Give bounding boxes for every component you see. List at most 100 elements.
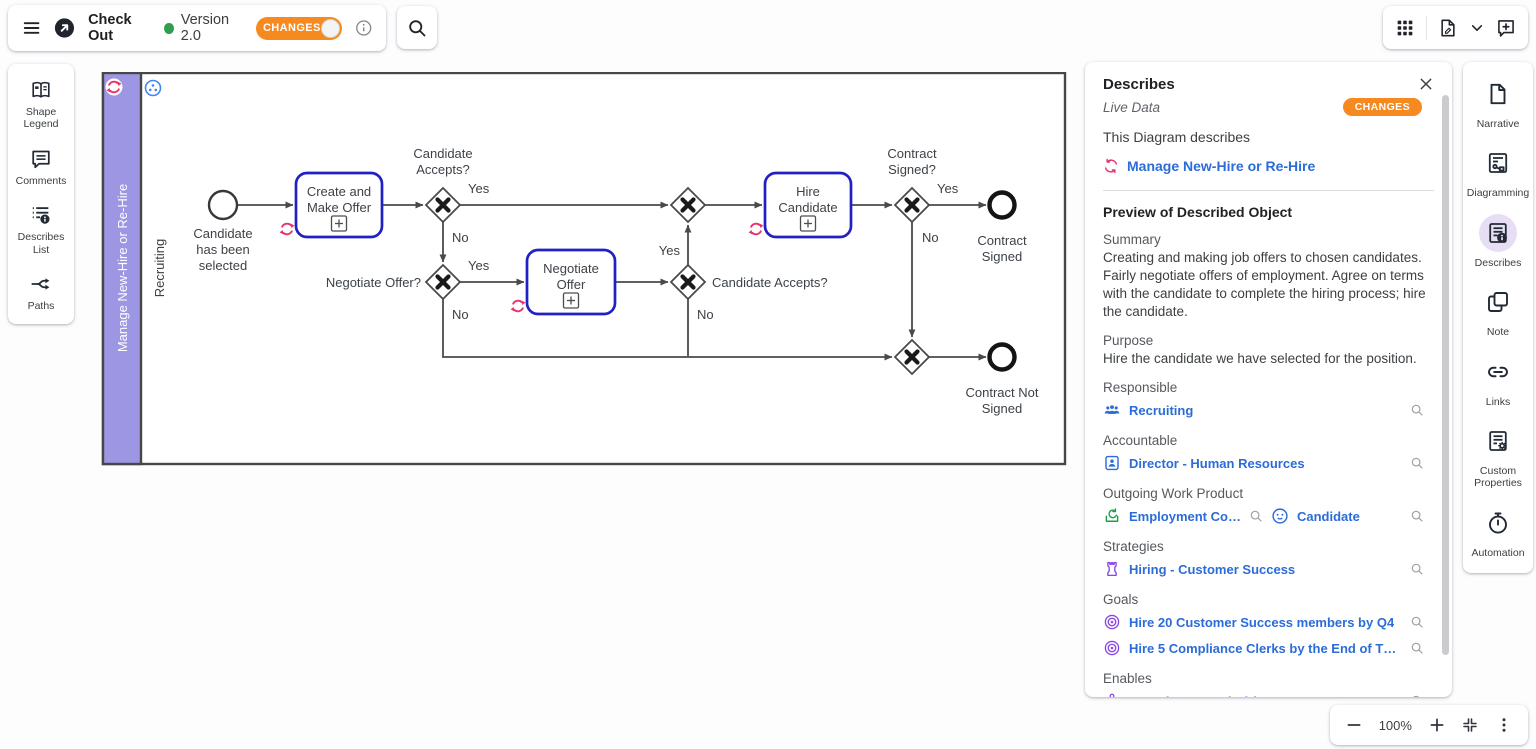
panel-scrollbar[interactable] bbox=[1442, 95, 1449, 655]
goal-icon bbox=[1103, 639, 1121, 657]
zoom-in-icon[interactable] bbox=[1428, 716, 1446, 734]
zoom-controls: 100% bbox=[1330, 705, 1528, 745]
strategy-icon bbox=[1103, 560, 1121, 578]
accountable-link[interactable]: Director - Human Resources bbox=[1129, 455, 1305, 471]
custom-properties-icon bbox=[1486, 429, 1510, 453]
edit-document-icon[interactable] bbox=[1438, 18, 1458, 38]
changes-toggle[interactable]: CHANGES bbox=[256, 16, 342, 40]
responsible-link[interactable]: Recruiting bbox=[1129, 402, 1194, 418]
enables-link[interactable]: Recruitment and Hiring bbox=[1129, 694, 1273, 697]
bpmn-gateway-merge-top[interactable] bbox=[669, 186, 707, 224]
divider bbox=[1103, 190, 1434, 191]
menu-icon[interactable] bbox=[22, 17, 41, 39]
version-label: Version 2.0 bbox=[180, 12, 230, 44]
tab-automation[interactable]: Automation bbox=[1466, 504, 1530, 559]
info-icon[interactable] bbox=[355, 18, 372, 38]
svg-text:Create and: Create and bbox=[307, 184, 371, 199]
panel-title: Describes bbox=[1103, 76, 1175, 93]
bpmn-label: Negotiate Offer? bbox=[326, 275, 421, 290]
tool-label: Links bbox=[1485, 395, 1511, 408]
search-button[interactable] bbox=[397, 6, 437, 49]
enables-label: Enables bbox=[1103, 671, 1152, 687]
bpmn-gateway-candidate-accepts-1[interactable] bbox=[424, 186, 462, 224]
tool-describes-list[interactable]: Describes List bbox=[12, 204, 70, 256]
diagramming-icon bbox=[1486, 151, 1510, 175]
process-change-icon bbox=[748, 222, 764, 236]
describes-icon bbox=[1486, 221, 1510, 245]
tool-label: Custom Properties bbox=[1474, 464, 1522, 490]
work-product-icon bbox=[1103, 507, 1121, 525]
search-small-icon[interactable] bbox=[1410, 694, 1424, 697]
process-change-icon bbox=[105, 78, 123, 96]
apps-grid-icon[interactable] bbox=[1395, 18, 1415, 38]
search-small-icon[interactable] bbox=[1410, 403, 1424, 417]
process-change-icon bbox=[1103, 158, 1119, 174]
strategies-link[interactable]: Hiring - Customer Success bbox=[1129, 561, 1296, 577]
svg-text:Make Offer: Make Offer bbox=[307, 200, 372, 215]
fit-to-screen-icon[interactable] bbox=[1461, 716, 1479, 734]
bpmn-label: Yes bbox=[468, 258, 490, 273]
bpmn-pool-header[interactable] bbox=[101, 72, 143, 466]
person-card-icon bbox=[1103, 454, 1121, 472]
bpmn-gateway-contract-signed[interactable] bbox=[893, 186, 931, 224]
tab-narrative[interactable]: Narrative bbox=[1466, 75, 1530, 130]
more-options-icon[interactable] bbox=[1495, 716, 1513, 734]
tab-diagramming[interactable]: Diagramming bbox=[1466, 144, 1530, 199]
outgoing-link-1[interactable]: Employment Con... bbox=[1129, 508, 1241, 524]
search-small-icon[interactable] bbox=[1410, 615, 1424, 629]
bpmn-gateway-candidate-accepts-2[interactable] bbox=[669, 263, 707, 301]
search-small-icon[interactable] bbox=[1410, 509, 1424, 523]
zoom-out-icon[interactable] bbox=[1345, 716, 1363, 734]
described-object-link[interactable]: Manage New-Hire or Re-Hire bbox=[1127, 158, 1316, 174]
bpmn-sequence-flow bbox=[442, 299, 893, 361]
close-icon[interactable] bbox=[1418, 76, 1434, 92]
tool-shape-legend[interactable]: Shape Legend bbox=[12, 79, 70, 131]
bpmn-label: No bbox=[697, 307, 714, 322]
automation-icon bbox=[1486, 511, 1510, 535]
tab-note[interactable]: Note bbox=[1466, 283, 1530, 338]
bpmn-lane-label: Recruiting bbox=[152, 239, 167, 298]
add-comment-icon[interactable] bbox=[1496, 18, 1516, 38]
summary-label: Summary bbox=[1103, 232, 1161, 247]
bpmn-gateway-negotiate-offer[interactable] bbox=[424, 263, 462, 301]
bpmn-gateway-merge-bottom[interactable] bbox=[893, 338, 931, 376]
goal-link-2[interactable]: Hire 5 Compliance Clerks by the End of T… bbox=[1129, 640, 1401, 656]
tab-describes[interactable]: Describes bbox=[1466, 213, 1530, 269]
top-right-toolbar bbox=[1383, 6, 1528, 49]
bpmn-end-contract-not-signed[interactable] bbox=[987, 342, 1017, 372]
search-small-icon[interactable] bbox=[1249, 509, 1263, 523]
search-small-icon[interactable] bbox=[1410, 456, 1424, 470]
check-out-button[interactable]: Check Out bbox=[88, 12, 132, 44]
search-small-icon[interactable] bbox=[1410, 641, 1424, 655]
bpmn-end-contract-signed[interactable] bbox=[987, 190, 1017, 220]
process-change-icon bbox=[510, 299, 526, 313]
chevron-down-icon[interactable] bbox=[1469, 20, 1485, 36]
tool-paths[interactable]: Paths bbox=[12, 273, 70, 312]
tab-links[interactable]: Links bbox=[1466, 353, 1530, 408]
bpmn-canvas[interactable]: Manage New-Hire or Re-Hire Recruiting Crea… bbox=[100, 72, 1068, 466]
collaboration-icon bbox=[144, 79, 162, 97]
bpmn-start-candidate-selected[interactable] bbox=[207, 189, 239, 221]
tab-custom-properties[interactable]: Custom Properties bbox=[1466, 422, 1530, 490]
left-toolbar: Shape Legend Comments Describes List Pat… bbox=[8, 64, 74, 325]
goals-label: Goals bbox=[1103, 592, 1139, 608]
tool-label: Automation bbox=[1471, 546, 1525, 559]
bpmn-label: No bbox=[922, 230, 939, 245]
strategies-label: Strategies bbox=[1103, 539, 1164, 555]
goal-link-1[interactable]: Hire 20 Customer Success members by Q4 bbox=[1129, 614, 1395, 630]
search-small-icon[interactable] bbox=[1410, 562, 1424, 576]
bpmn-pool-label: Manage New-Hire or Re-Hire bbox=[115, 184, 130, 352]
tool-label: Describes List bbox=[17, 231, 65, 256]
tool-comments[interactable]: Comments bbox=[12, 148, 70, 187]
outgoing-work-product-label: Outgoing Work Product bbox=[1103, 486, 1244, 502]
bpmn-label: Yes bbox=[659, 243, 681, 258]
check-out-icon[interactable] bbox=[54, 16, 75, 40]
outgoing-link-2[interactable]: Candidate bbox=[1297, 508, 1360, 524]
accountable-label: Accountable bbox=[1103, 433, 1178, 449]
summary-text: Creating and making job offers to chosen… bbox=[1103, 250, 1426, 320]
